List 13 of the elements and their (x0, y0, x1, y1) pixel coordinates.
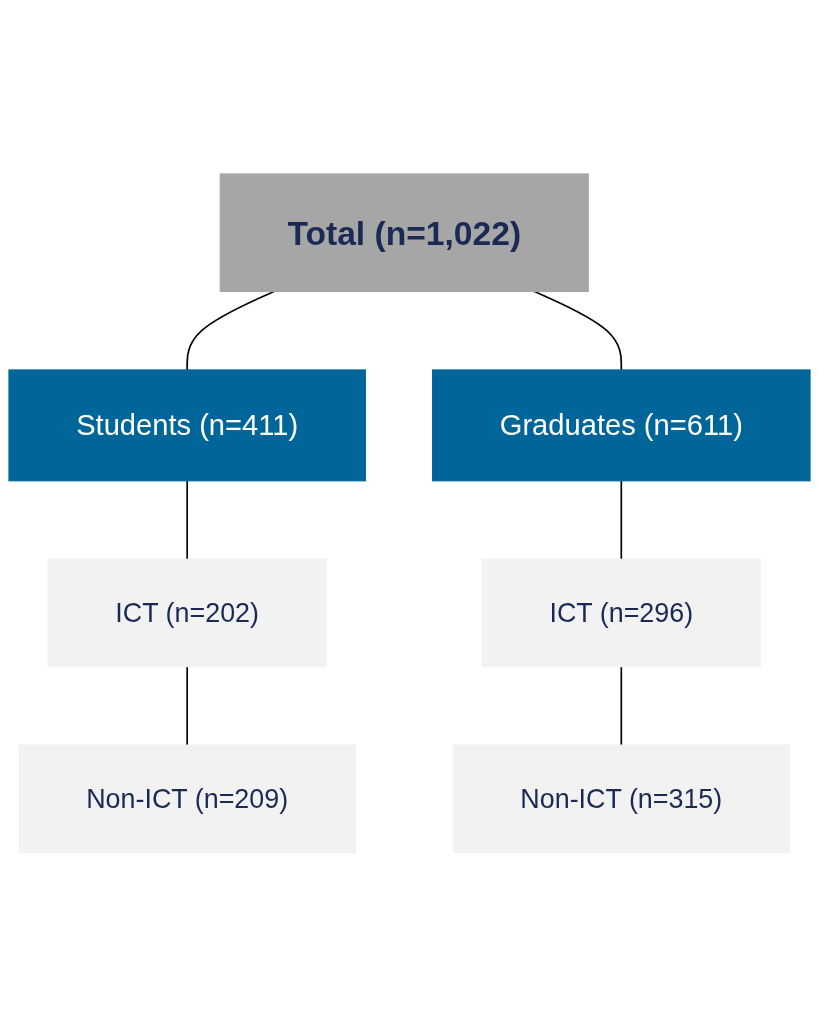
connector (620, 480, 623, 561)
connector (186, 480, 188, 561)
connector (533, 290, 623, 371)
node-box: ICT (n=202) (47, 558, 327, 668)
connector (186, 666, 188, 747)
node-box: ICT (n=296) (481, 558, 761, 668)
node-box: Non-ICT (n=315) (452, 744, 791, 854)
node-box: Non-ICT (n=209) (18, 744, 356, 854)
node-box: Students (n=411) (8, 369, 366, 482)
node-box: Graduates (n=611) (432, 369, 811, 482)
connector (620, 666, 623, 747)
node-box: Total (n=1,022) (219, 173, 589, 293)
connector (186, 290, 275, 371)
